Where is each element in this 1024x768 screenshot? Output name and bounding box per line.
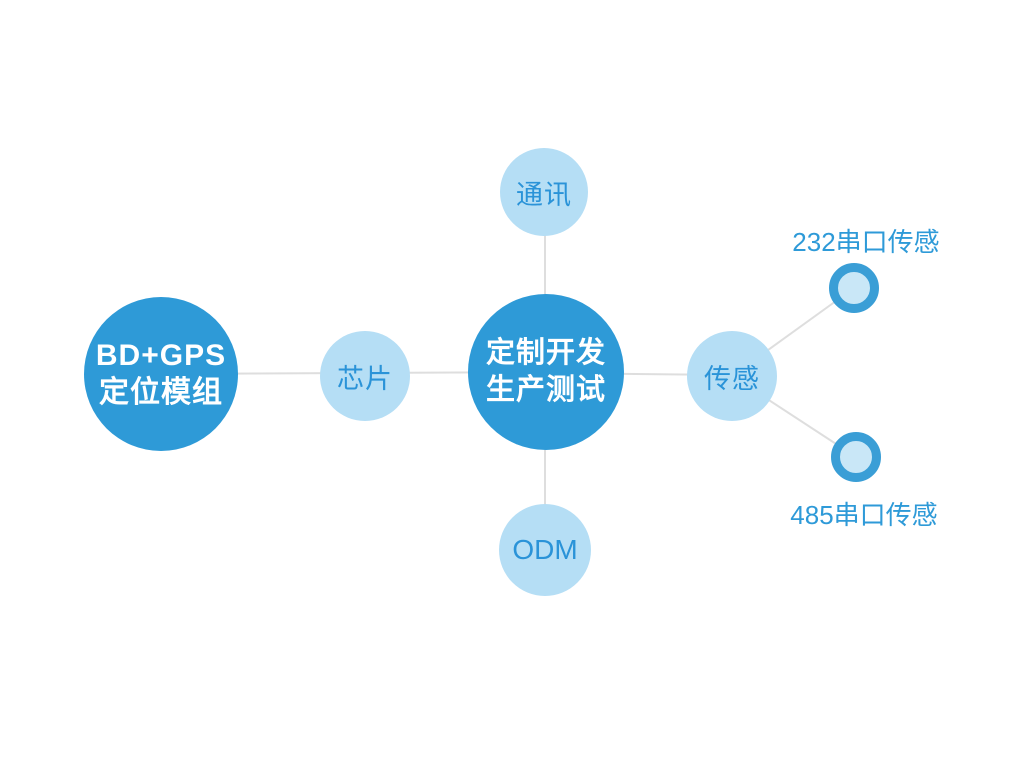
node-bdgps-line2: 定位模组 (99, 376, 223, 409)
node-sensor: 传感 (687, 331, 777, 421)
node-odm: ODM (499, 504, 591, 596)
ring-icon-232 (829, 263, 879, 313)
node-custom-development: 定制开发 生产测试 (468, 294, 624, 450)
label-232-serial-sensor: 232串口传感 (792, 227, 940, 257)
node-communication-label: 通讯 (516, 179, 572, 210)
node-communication: 通讯 (500, 148, 588, 236)
node-odm-label: ODM (512, 534, 578, 565)
label-485-serial-sensor: 485串口传感 (790, 500, 938, 530)
node-bdgps-module: BD+GPS 定位模组 (84, 297, 238, 451)
node-chip-label: 芯片 (337, 363, 393, 394)
node-chip: 芯片 (320, 331, 410, 421)
node-bdgps-line1: BD+GPS (95, 339, 227, 372)
ring-icon-485 (831, 432, 881, 482)
node-center-line1: 定制开发 (485, 337, 606, 369)
node-sensor-label: 传感 (704, 363, 760, 394)
node-center-line2: 生产测试 (485, 374, 606, 406)
